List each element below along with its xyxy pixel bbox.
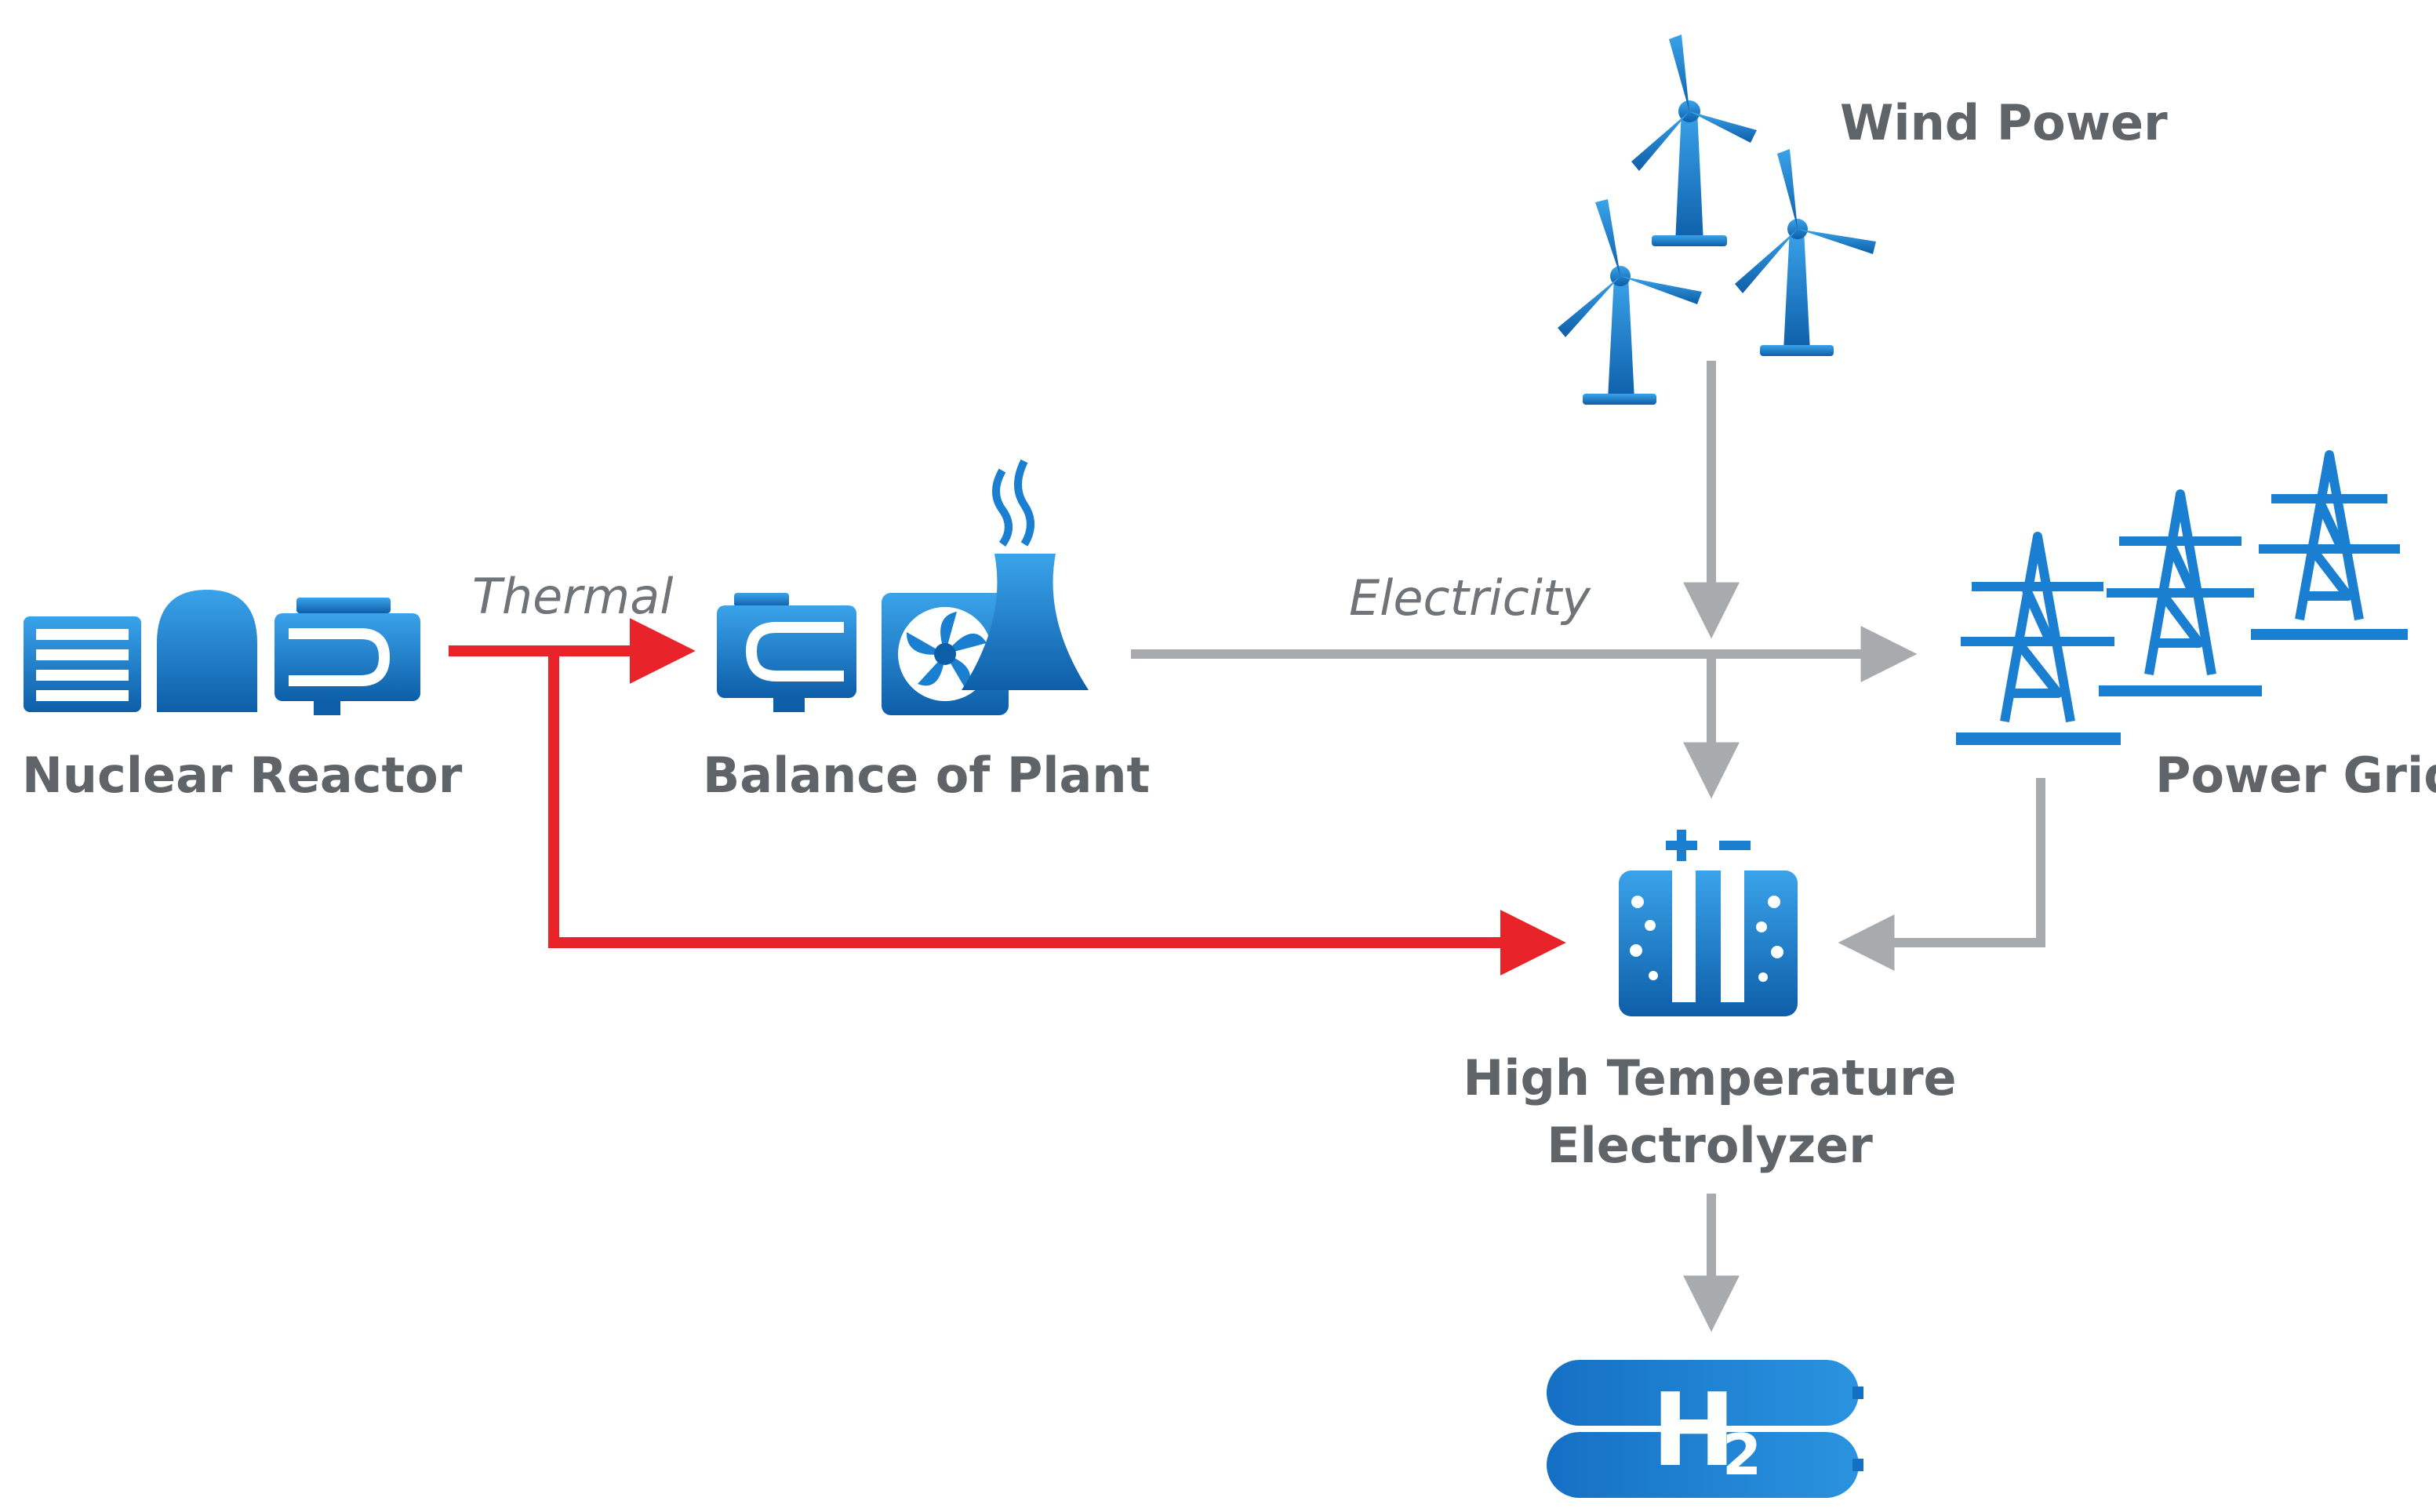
electrolyzer-tank-icon: [1619, 830, 1798, 1016]
thermal-arrow-to-electrolyzer: [548, 651, 1566, 976]
transmission-tower-icon: [2251, 450, 2408, 640]
electricity-flow-label: Electricity: [1349, 569, 1591, 627]
transmission-tower-icon: [1956, 532, 2121, 745]
hydrogen-subscript: 2: [1722, 1422, 1762, 1488]
wind-turbine-icon: [1558, 199, 1702, 405]
power-grid-group: [1956, 450, 2408, 745]
thermal-flow-label: Thermal: [472, 568, 673, 625]
power-grid-label: Power Grid: [2155, 747, 2436, 804]
grid-arrow-to-electrolyzer: [1838, 778, 2045, 971]
hydrogen-tank-icon: H 2: [1547, 1360, 1863, 1498]
cooling-tower-icon: [962, 459, 1089, 690]
hydrogen-symbol: H: [1652, 1372, 1736, 1489]
reactor-core-icon: [24, 616, 141, 712]
containment-dome-icon: [157, 590, 257, 712]
wind-turbine-icon: [1631, 35, 1757, 246]
wind-turbine-icon: [1735, 149, 1876, 356]
electrolyzer-label-line2: Electrolyzer: [1547, 1117, 1873, 1174]
balance-of-plant-group: [717, 459, 1089, 715]
wind-power-label: Wind Power: [1840, 94, 2168, 151]
electrolyzer-label-line1: High Temperature: [1463, 1049, 1956, 1107]
wind-power-group: [1558, 35, 1876, 405]
heat-exchanger-icon: [717, 593, 856, 712]
nuclear-reactor-group: [24, 590, 420, 715]
nuclear-reactor-label: Nuclear Reactor: [22, 747, 463, 804]
balance-of-plant-label: Balance of Plant: [703, 747, 1150, 804]
transmission-tower-icon: [2099, 489, 2262, 696]
heat-exchanger-icon: [275, 598, 420, 715]
